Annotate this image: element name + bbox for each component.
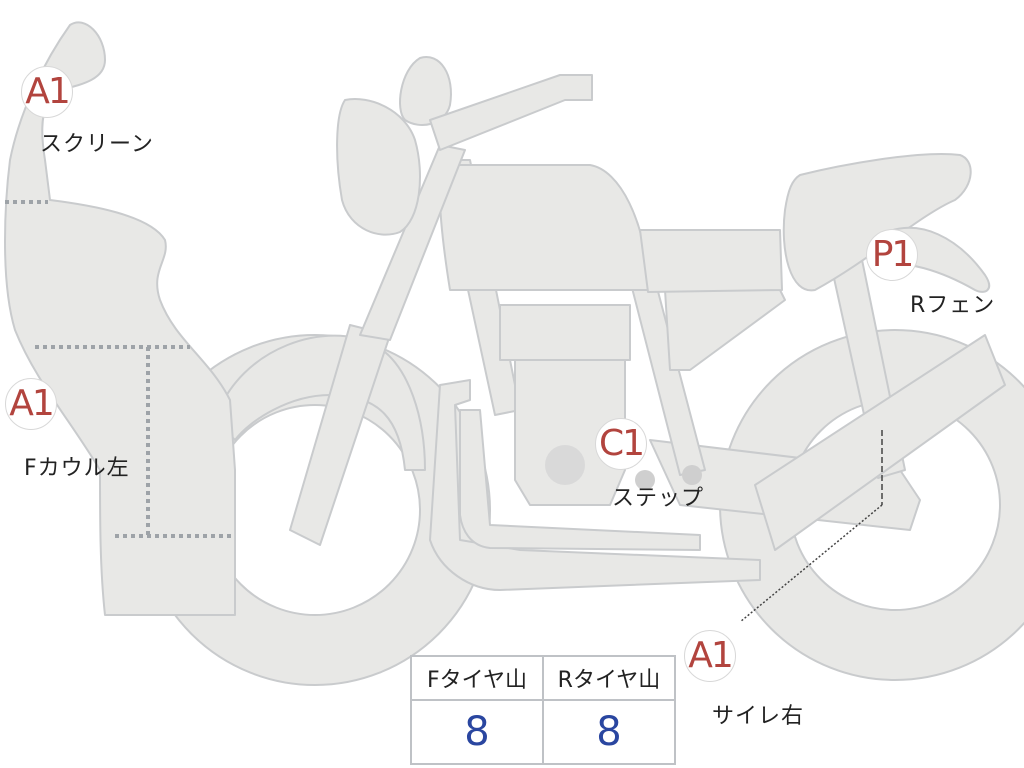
fuel-tank [438,164,651,291]
grade-badge-front-cowl-left: A1 [5,378,57,430]
table-value-row: 8 8 [410,699,676,765]
exhaust-lower [429,379,761,591]
silencer [754,334,1006,551]
handlebar [429,74,593,151]
grade-badge-rear-fender: P1 [866,229,918,281]
header-front-tire: Fタイヤ山 [410,655,544,701]
part-label-front-cowl-left: Fカウル左 [24,456,130,481]
seat-front [639,229,783,293]
engine-cover [545,445,585,485]
value-rear-tire: 8 [542,699,676,765]
part-label-screen: スクリーン [40,132,154,157]
grade-badge-screen: A1 [21,66,73,118]
engine-block [514,359,626,506]
grade-badge-step: C1 [595,418,647,470]
tire-tread-table: Fタイヤ山 Rタイヤ山 8 8 [410,655,676,765]
engine-head [499,304,631,361]
table-header-row: Fタイヤ山 Rタイヤ山 [410,655,676,701]
part-label-silencer-right: サイレ右 [712,704,805,729]
headlight [336,98,421,236]
exhaust-upper [459,409,701,551]
step-peg-left [635,470,655,490]
part-label-rear-fender: Rフェン [910,293,996,318]
header-rear-tire: Rタイヤ山 [542,655,676,701]
value-front-tire: 8 [410,699,544,765]
step-peg-right [682,465,702,485]
side-cover [664,289,786,371]
part-label-step: ステップ [612,486,705,511]
leader-line-diagonal [739,504,883,623]
grade-badge-silencer-right: A1 [684,630,736,682]
